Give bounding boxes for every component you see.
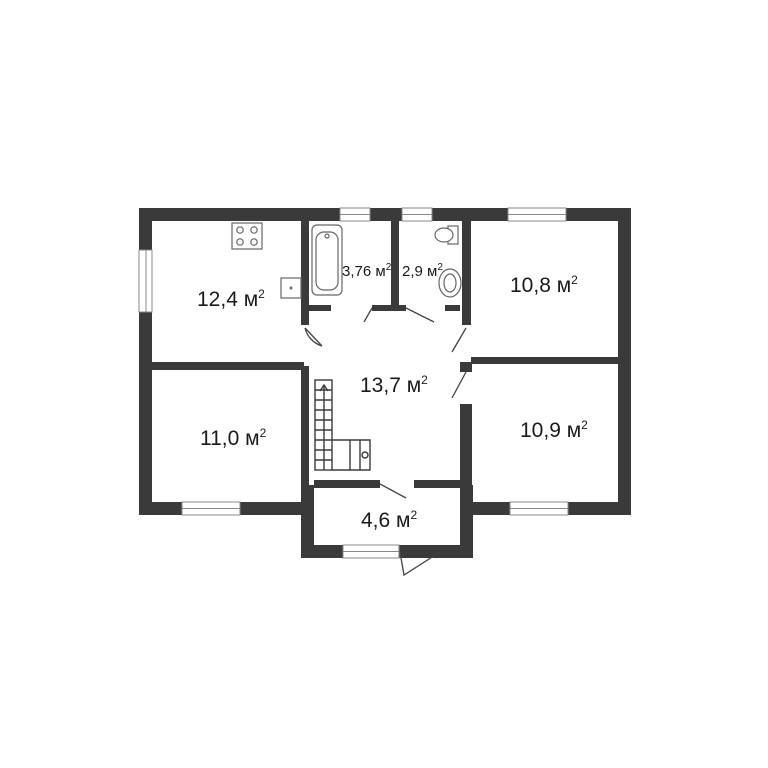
door-se [451,371,467,399]
door-toilet [405,307,435,323]
interior-walls [152,221,618,488]
door-entry [399,551,441,577]
doors [304,307,467,577]
stove-icon [231,222,263,250]
room-labels: 12,4 м2 3,76 м2 2,9 м2 10,8 м2 13,7 м2 1… [197,262,588,532]
sink-icon [280,277,302,299]
area-label-bathroom: 3,76 м2 [342,262,392,280]
bathtub-icon [311,224,343,296]
washbasin-icon [438,268,462,298]
door-kitchen [304,327,323,347]
toilet-icon [434,225,459,245]
staircase-icon [314,379,371,471]
area-label-toilet: 2,9 м2 [402,262,443,280]
door-hall-vestibule [379,483,407,499]
area-label-bedroom-ne: 10,8 м2 [510,273,578,297]
area-label-bedroom-se: 10,9 м2 [520,418,588,442]
windows [138,207,569,559]
area-label-kitchen: 12,4 м2 [197,287,265,311]
door-bath [363,307,373,323]
door-ne [451,327,467,353]
area-label-vestibule: 4,6 м2 [361,508,417,532]
area-label-bedroom-sw: 11,0 м2 [200,426,267,450]
area-label-hall: 13,7 м2 [360,373,428,397]
